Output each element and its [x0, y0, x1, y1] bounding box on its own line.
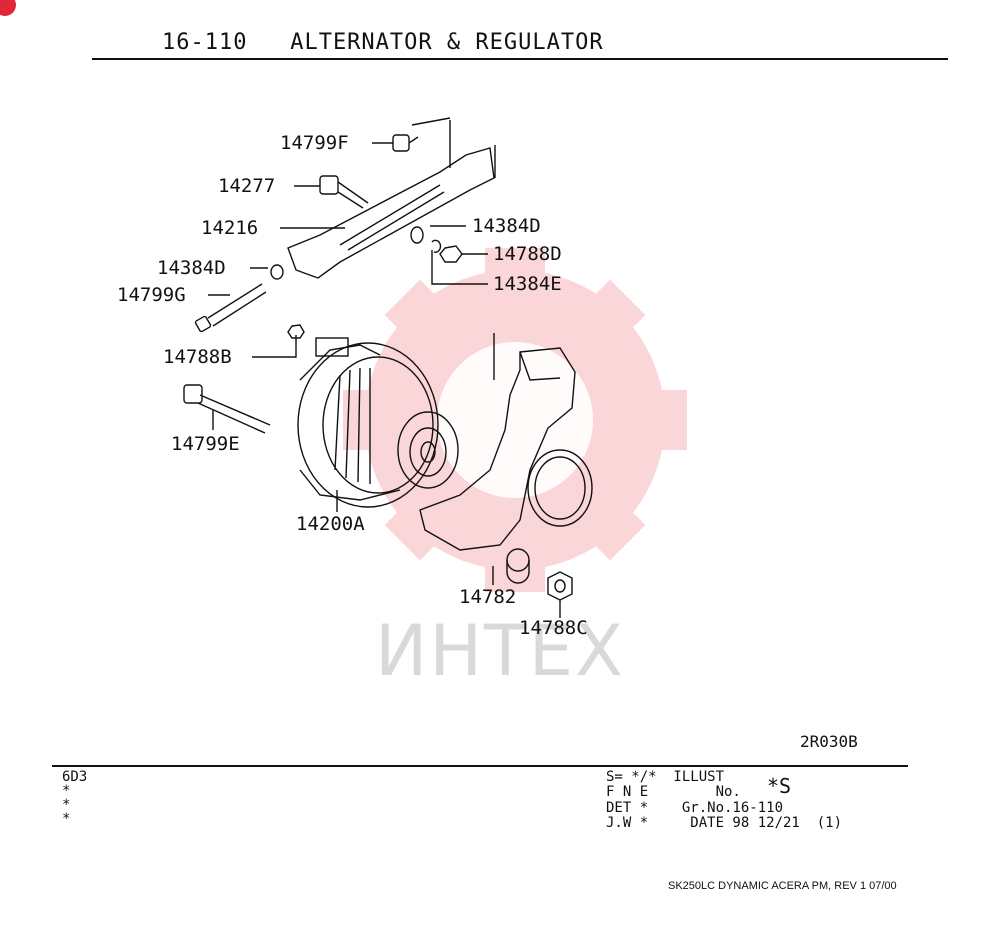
part-label-14200A: 14200A — [296, 513, 365, 535]
part-label-14216: 14216 — [201, 217, 259, 239]
page-title: 16-110 ALTERNATOR & REGULATOR — [162, 30, 604, 55]
corner-badge — [0, 0, 16, 16]
footer-text: SK250LC DYNAMIC ACERA PM, REV 1 07/00 — [668, 880, 897, 892]
info-left-line2: * — [62, 783, 71, 799]
illust-number: *S — [767, 774, 792, 798]
info-right-line3: DET * Gr.No.16-110 — [606, 800, 784, 816]
part-label-14277: 14277 — [218, 175, 276, 197]
info-divider — [52, 765, 908, 767]
watermark-text: ИНТЕХ — [375, 610, 625, 692]
part-label-14788C: 14788C — [519, 617, 588, 639]
info-left-line1: 6D3 — [62, 769, 88, 785]
part-label-14384E: 14384E — [493, 273, 562, 295]
part-label-14384D-left: 14384D — [157, 257, 226, 279]
illustration-code: 2R030B — [800, 732, 858, 751]
leader-14788B — [252, 335, 297, 358]
part-label-14788B: 14788B — [163, 346, 232, 368]
part-label-14788D: 14788D — [493, 243, 562, 265]
leader-14384E — [431, 250, 488, 285]
title-underline — [92, 58, 948, 60]
part-label-14799G: 14799G — [117, 284, 186, 306]
part-label-14799E: 14799E — [171, 433, 240, 455]
info-right-line4: J.W * DATE 98 12/21 (1) — [606, 815, 843, 831]
part-label-14799F: 14799F — [280, 132, 349, 154]
part-label-14782: 14782 — [459, 586, 517, 608]
info-left-line3: * — [62, 797, 71, 813]
info-left-line4: * — [62, 811, 71, 827]
part-label-14384D: 14384D — [472, 215, 541, 237]
info-right-line1: S= */* ILLUST — [606, 769, 725, 785]
info-right-line2: F N E No. — [606, 784, 741, 800]
